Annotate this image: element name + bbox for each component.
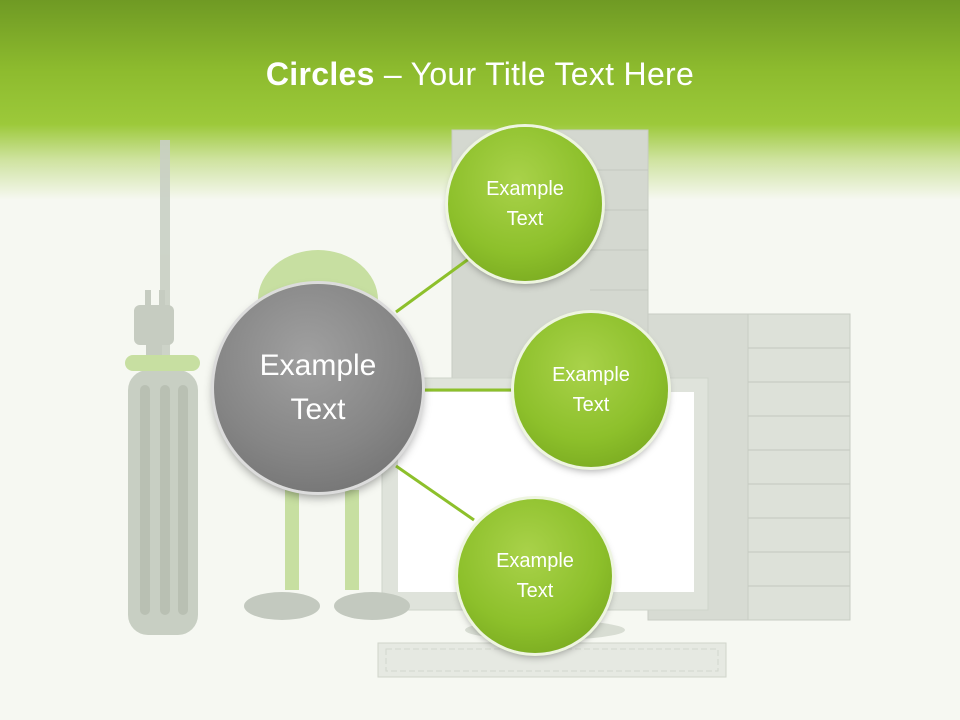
connector-line <box>395 464 475 522</box>
screwdriver-illustration <box>128 140 198 635</box>
node-circle-1: Example Text <box>448 127 602 281</box>
page-title: Circles – Your Title Text Here <box>0 56 960 93</box>
title-rest: – Your Title Text Here <box>374 56 695 92</box>
center-circle: Example Text <box>214 284 422 492</box>
title-bold: Circles <box>265 56 375 92</box>
center-circle-label: Example Text <box>259 349 377 426</box>
node-circle-label: Example Text <box>486 178 564 230</box>
node-circle-label: Example Text <box>496 550 574 602</box>
connector-line <box>395 256 471 314</box>
node-circle-label: Example Text <box>552 364 630 416</box>
node-circle-2: Example Text <box>514 313 668 467</box>
node-circle-3: Example Text <box>458 499 612 653</box>
